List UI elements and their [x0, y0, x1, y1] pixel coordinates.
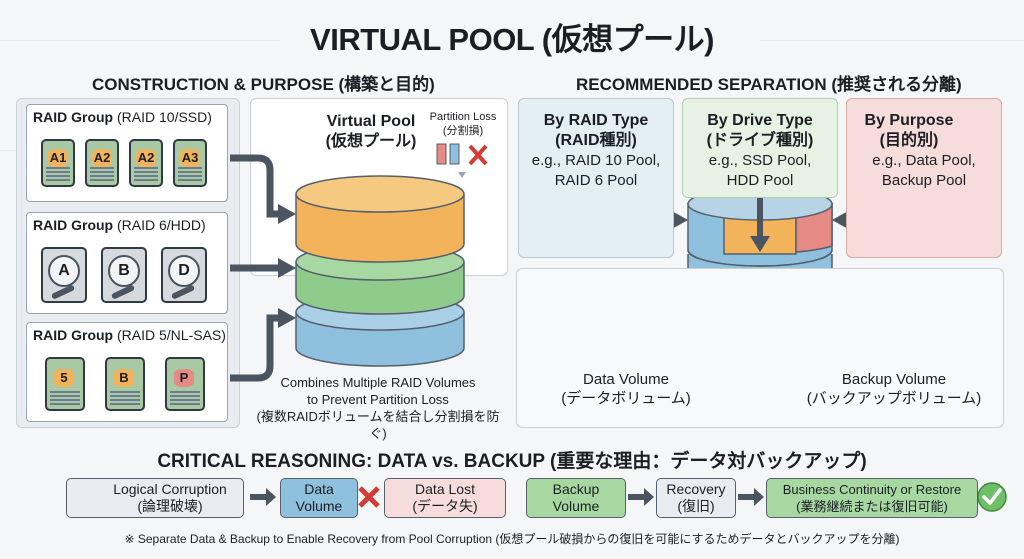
bg-line: [0, 150, 20, 151]
raid-group-label: RAID Group (RAID 10/SSD): [33, 109, 212, 125]
page-title: VIRTUAL POOL (仮想プール): [310, 22, 714, 57]
error-x-icon: [358, 486, 380, 508]
card-by-purpose: By Purpose (目的別) e.g., Data Pool, Backup…: [846, 98, 1002, 258]
ssd-drive-icon: A1: [41, 139, 75, 187]
card-by-raid-type: By RAID Type (RAID種別) e.g., RAID 10 Pool…: [518, 98, 674, 258]
arrow-icon: [250, 488, 764, 506]
ssd-drive-icon: A2: [85, 139, 119, 187]
backup-volume-label: Backup Volume (バックアップボリューム): [806, 371, 982, 407]
reasoning-heading: CRITICAL REASONING: DATA vs. BACKUP (重要な…: [157, 451, 867, 472]
separation-heading: RECOMMENDED SEPARATION (推奨される分離): [576, 75, 962, 94]
ssd-drive-icon: A2: [129, 139, 163, 187]
flow-recovery: Recovery(復旧): [656, 478, 736, 518]
raid-group-label: RAID Group (RAID 5/NL-SAS): [33, 327, 226, 343]
ssd-drive-icon: B: [105, 357, 145, 411]
raid-group-3: RAID Group (RAID 5/NL-SAS) 5 B P: [26, 322, 228, 422]
partition-loss-icon: [436, 143, 488, 178]
hdd-drive-icon: D: [161, 247, 207, 303]
error-x-icon: [468, 144, 488, 166]
ssd-drive-icon: 5: [45, 357, 85, 411]
flow-data-lost: Data Lost(データ失): [384, 478, 506, 518]
flow-logical-corruption: Logical Corruption(論理破壊): [66, 478, 244, 518]
pool-caption: Combines Multiple RAID Volumes to Preven…: [256, 375, 500, 441]
arrow-icon: [230, 154, 280, 382]
flow-business-continuity: Business Continuity or Restore(業務継続または復旧…: [766, 478, 978, 518]
card-by-drive-type: By Drive Type (ドライブ種別) e.g., SSD Pool, H…: [682, 98, 838, 198]
virtual-pool-cylinder: [295, 175, 465, 367]
bg-line: [0, 40, 280, 41]
data-volume-label: Data Volume (データボリューム): [561, 371, 691, 407]
bg-line: [760, 40, 1024, 41]
raid-group-label: RAID Group (RAID 6/HDD): [33, 217, 206, 233]
ssd-drive-icon: P: [165, 357, 205, 411]
virtual-pool-title: Virtual Pool (仮想プール): [325, 113, 417, 150]
hdd-drive-icon: B: [101, 247, 147, 303]
ssd-drive-icon: A3: [173, 139, 207, 187]
raid-group-1: RAID Group (RAID 10/SSD) A1 A2 A2 A3: [26, 104, 228, 202]
construction-heading: CONSTRUCTION & PURPOSE (構築と目的): [92, 75, 435, 94]
volume-panel: [516, 268, 1004, 428]
hdd-drive-icon: A: [41, 247, 87, 303]
checkmark-icon: [977, 482, 1007, 512]
raid-group-2: RAID Group (RAID 6/HDD) A B D: [26, 212, 228, 314]
arrow-icon: [278, 204, 296, 328]
footnote: ※ Separate Data & Backup to Enable Recov…: [124, 532, 900, 546]
partition-loss-label: Partition Loss (分割損): [429, 111, 497, 137]
